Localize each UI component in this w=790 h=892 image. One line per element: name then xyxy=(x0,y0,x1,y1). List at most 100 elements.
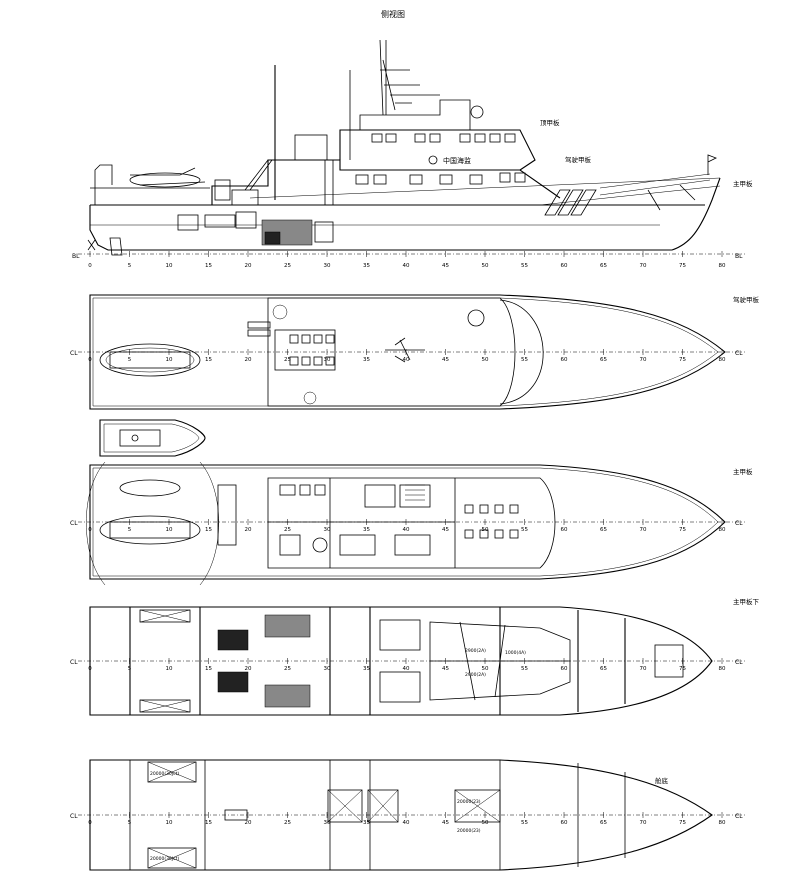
frame-number-label: 35 xyxy=(363,820,370,826)
frame-number-label: 80 xyxy=(719,820,726,826)
frame-number-label: 80 xyxy=(719,263,726,269)
frame-number-label: 10 xyxy=(166,357,173,363)
frame-number-label: 75 xyxy=(679,357,686,363)
frame-number-label: 60 xyxy=(561,527,568,533)
frame-number-label: 20 xyxy=(245,820,252,826)
bottom-tank-label-1: 20000(30Jct) xyxy=(150,771,179,777)
frame-number-label: 35 xyxy=(363,527,370,533)
frame-number-label: 45 xyxy=(442,357,449,363)
frame-number-label: 75 xyxy=(679,666,686,672)
frame-number-label: 70 xyxy=(640,357,647,363)
side-baseline-label-left: BL xyxy=(72,253,80,260)
frame-number-label: 25 xyxy=(284,527,291,533)
frame-number-label: 5 xyxy=(128,820,132,826)
frame-number-label: 75 xyxy=(679,527,686,533)
frame-number-label: 5 xyxy=(128,357,132,363)
frame-number-label: 50 xyxy=(482,357,489,363)
bridge-helicopter-symbol xyxy=(385,337,425,363)
frame-number-label: 20 xyxy=(245,263,252,269)
side-rudder xyxy=(109,237,123,256)
bottom-tank-label-2: 20000(30Jct) xyxy=(150,856,179,862)
frame-number-label: 65 xyxy=(600,527,607,533)
frame-number-label: 65 xyxy=(600,666,607,672)
rescue-boat-detail xyxy=(99,419,206,457)
frame-number-label: 5 xyxy=(128,527,132,533)
side-machinery xyxy=(177,211,334,246)
bridge-hull-outline xyxy=(89,294,726,410)
frame-number-label: 30 xyxy=(324,357,331,363)
frame-number-label: 30 xyxy=(324,527,331,533)
frame-number-label: 0 xyxy=(88,263,92,269)
frame-number-label: 60 xyxy=(561,820,568,826)
bridge-radome xyxy=(467,309,485,327)
frame-number-label: 10 xyxy=(166,263,173,269)
below-deck-plan-title: 主甲板下 xyxy=(733,597,760,606)
below-tank-label-3: 2900(2A) xyxy=(465,672,486,678)
frame-number-label: 15 xyxy=(205,263,212,269)
frame-number-label: 45 xyxy=(442,263,449,269)
bottom-plan-view: 舱底 20000(30Jct) 20000(30Jct) 20000(23 xyxy=(70,759,745,871)
side-hull-text: 中国海监 xyxy=(443,156,471,165)
side-propeller xyxy=(87,239,96,251)
frame-number-label: 40 xyxy=(403,666,410,672)
frame-number-label: 70 xyxy=(640,263,647,269)
frame-number-label: 45 xyxy=(442,527,449,533)
frame-number-label: 80 xyxy=(719,666,726,672)
frame-number-label: 40 xyxy=(403,527,410,533)
frame-number-label: 40 xyxy=(403,263,410,269)
frame-number-label: 10 xyxy=(166,527,173,533)
frame-number-label: 50 xyxy=(482,527,489,533)
below-cl-left: CL xyxy=(70,659,78,666)
frame-number-label: 80 xyxy=(719,527,726,533)
frame-number-label: 35 xyxy=(363,666,370,672)
main-cl-left: CL xyxy=(70,520,78,527)
main-house-outline xyxy=(267,477,556,569)
frame-number-label: 70 xyxy=(640,527,647,533)
frame-number-label: 50 xyxy=(482,666,489,672)
frame-number-label: 35 xyxy=(363,263,370,269)
frame-number-label: 60 xyxy=(561,666,568,672)
frame-number-label: 25 xyxy=(284,820,291,826)
frame-number-label: 0 xyxy=(88,666,92,672)
bottom-cl-left: CL xyxy=(70,813,78,820)
frame-number-label: 15 xyxy=(205,820,212,826)
side-baseline-label-right: BL xyxy=(735,253,743,260)
main-cl-right: CL xyxy=(735,520,743,527)
frame-number-label: 50 xyxy=(482,820,489,826)
frame-number-label: 65 xyxy=(600,263,607,269)
side-main-deck-label: 主甲板 xyxy=(733,179,753,188)
frame-number-label: 75 xyxy=(679,263,686,269)
main-stair xyxy=(405,484,425,501)
bridge-cl-left: CL xyxy=(70,350,78,357)
bridge-cl-right: CL xyxy=(735,350,743,357)
main-deck-plan-title: 主甲板 xyxy=(733,467,753,476)
bottom-plan-title: 舱底 xyxy=(655,776,669,785)
bridge-seats xyxy=(289,334,335,366)
frame-number-label: 30 xyxy=(324,820,331,826)
frame-number-label: 5 xyxy=(128,666,132,672)
frame-number-label: 25 xyxy=(284,666,291,672)
frame-number-label: 75 xyxy=(679,820,686,826)
frame-number-label: 15 xyxy=(205,527,212,533)
frame-number-label: 60 xyxy=(561,263,568,269)
frame-number-label: 65 xyxy=(600,820,607,826)
frame-number-label: 25 xyxy=(284,357,291,363)
bridge-house-outline xyxy=(267,297,516,407)
frame-number-label: 80 xyxy=(719,357,726,363)
frame-number-label: 20 xyxy=(245,527,252,533)
frame-number-label: 40 xyxy=(403,820,410,826)
side-hull-profile xyxy=(89,177,721,251)
main-rescue-boat xyxy=(99,515,201,545)
frame-number-label: 55 xyxy=(521,357,528,363)
frame-number-label: 0 xyxy=(88,820,92,826)
main-hull-outline xyxy=(89,464,726,580)
frame-number-label: 20 xyxy=(245,357,252,363)
frame-number-label: 45 xyxy=(442,666,449,672)
bottom-cl-right: CL xyxy=(735,813,743,820)
frame-number-label: 55 xyxy=(521,666,528,672)
